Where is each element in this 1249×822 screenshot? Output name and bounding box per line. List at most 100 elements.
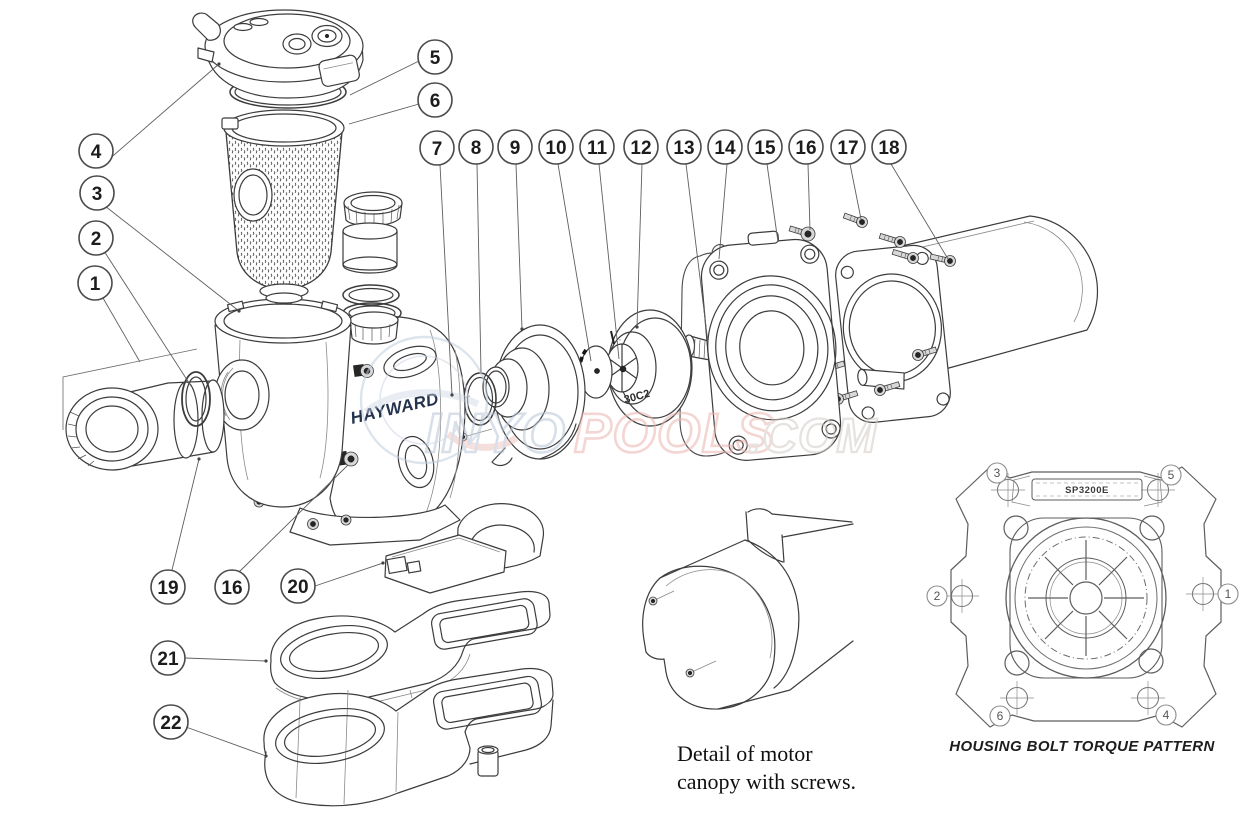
callout-21: 21 (150, 640, 268, 676)
discharge-orings (342, 284, 402, 345)
callout-number: 17 (837, 138, 858, 159)
callout-12: 12 (623, 129, 659, 329)
torque-sequence-numbers: 3 5 2 1 6 4 (926, 462, 1239, 727)
callout-15: 15 (747, 129, 783, 243)
callout-number: 21 (157, 649, 179, 670)
volute-body: HAYWARD (253, 315, 466, 546)
watermark-swirl-icon (359, 335, 489, 465)
callout-number: 6 (430, 91, 441, 112)
drain-cap (343, 191, 403, 227)
base-tab (477, 745, 499, 777)
callout-number: 4 (91, 142, 102, 163)
watermark-text-inyo: INYO (425, 401, 566, 464)
callout-16: 16 (788, 129, 824, 231)
bolt (912, 346, 938, 361)
watermark-text-com: .COM (748, 410, 877, 463)
impeller-spokes (1028, 540, 1144, 656)
canopy-caption-line2: canopy with screws. (677, 769, 856, 794)
callout-2: 2 (78, 220, 192, 387)
callout-5: 5 (349, 39, 453, 96)
callout-number: 8 (471, 138, 482, 159)
watermark: INYO POOLS .COM (359, 335, 877, 465)
callout-number: 22 (160, 713, 181, 734)
callout-6: 6 (348, 82, 453, 125)
bolt (878, 232, 906, 248)
callout-17: 17 (830, 129, 866, 220)
lid-clamp (318, 54, 360, 87)
volute-plug (353, 364, 374, 378)
housing-model-label: SP3200E (1065, 485, 1109, 496)
bolt (891, 248, 919, 264)
torque-number: 4 (1163, 708, 1170, 722)
union-oring (181, 371, 211, 427)
callout-1: 1 (77, 265, 141, 363)
callout-22: 22 (153, 704, 268, 758)
bolt (842, 212, 868, 228)
lid-knob (282, 33, 312, 55)
suction-port (214, 359, 270, 431)
callout-10: 10 (538, 129, 592, 362)
callout-number: 12 (630, 138, 651, 159)
callout-number: 11 (587, 138, 608, 159)
callout-number: 15 (754, 138, 776, 159)
union-bracket (62, 348, 198, 430)
callout-13: 13 (666, 129, 709, 344)
base-top-half (270, 590, 551, 711)
canopy-caption-line1: Detail of motor (677, 741, 813, 766)
bolt (788, 225, 816, 242)
torque-number: 1 (1225, 587, 1232, 601)
callouts: 1 2 3 4 5 6 7 8 9 10 11 12 13 14 15 16 1… (77, 39, 949, 758)
callout-18: 18 (871, 129, 949, 260)
torque-caption: HOUSING BOLT TORQUE PATTERN (949, 738, 1215, 755)
base-bottom-half (263, 667, 554, 807)
callout-8: 8 (458, 129, 494, 373)
callout-11: 11 (579, 129, 620, 360)
callout-14: 14 (707, 129, 743, 260)
watermark-text-pools: POOLS (574, 401, 775, 464)
canopy-screw (648, 590, 675, 606)
torque-number: 6 (997, 709, 1004, 723)
strainer-pot (214, 297, 352, 508)
callout-16b: 16 (214, 464, 349, 605)
strainer-basket (221, 109, 345, 304)
torque-number: 2 (934, 589, 941, 603)
callout-number: 13 (673, 138, 694, 159)
mounting-riser (384, 503, 545, 594)
callout-number: 9 (510, 138, 521, 159)
callout-number: 2 (91, 229, 102, 250)
seal-plate (700, 230, 842, 461)
sight-cylinder (342, 222, 398, 274)
callout-number: 1 (90, 274, 101, 295)
callout-number: 18 (878, 138, 899, 159)
callout-7: 7 (419, 130, 455, 397)
callout-number: 16 (795, 138, 816, 159)
callout-number: 20 (287, 577, 308, 598)
motor-mounting-plate (835, 244, 951, 423)
callout-number: 14 (714, 138, 736, 159)
callout-3: 3 (79, 175, 241, 313)
bolt (874, 381, 901, 396)
callout-number: 3 (92, 184, 103, 205)
callout-4: 4 (78, 62, 221, 169)
callout-20: 20 (280, 561, 385, 604)
callout-number: 16 (221, 578, 242, 599)
bolt-crosshairs (945, 473, 1220, 715)
callout-number: 7 (432, 139, 443, 160)
callout-number: 19 (157, 578, 178, 599)
callout-9: 9 (497, 129, 533, 331)
pump-lid (192, 9, 364, 99)
diffuser (482, 324, 586, 467)
torque-pattern-diagram: SP3200E 3 5 2 1 6 (926, 462, 1239, 728)
volute-feet (289, 504, 461, 546)
canopy-screw (685, 660, 717, 678)
lid-handle (192, 12, 221, 41)
callout-number: 5 (430, 48, 441, 69)
shaft-seal (577, 345, 613, 399)
housing-label-plate: SP3200E (1011, 475, 1163, 507)
discharge-collar (349, 311, 399, 345)
torque-number: 3 (994, 466, 1001, 480)
union-fitting (62, 348, 225, 471)
volute-handle (383, 345, 437, 379)
callout-19: 19 (150, 457, 201, 605)
